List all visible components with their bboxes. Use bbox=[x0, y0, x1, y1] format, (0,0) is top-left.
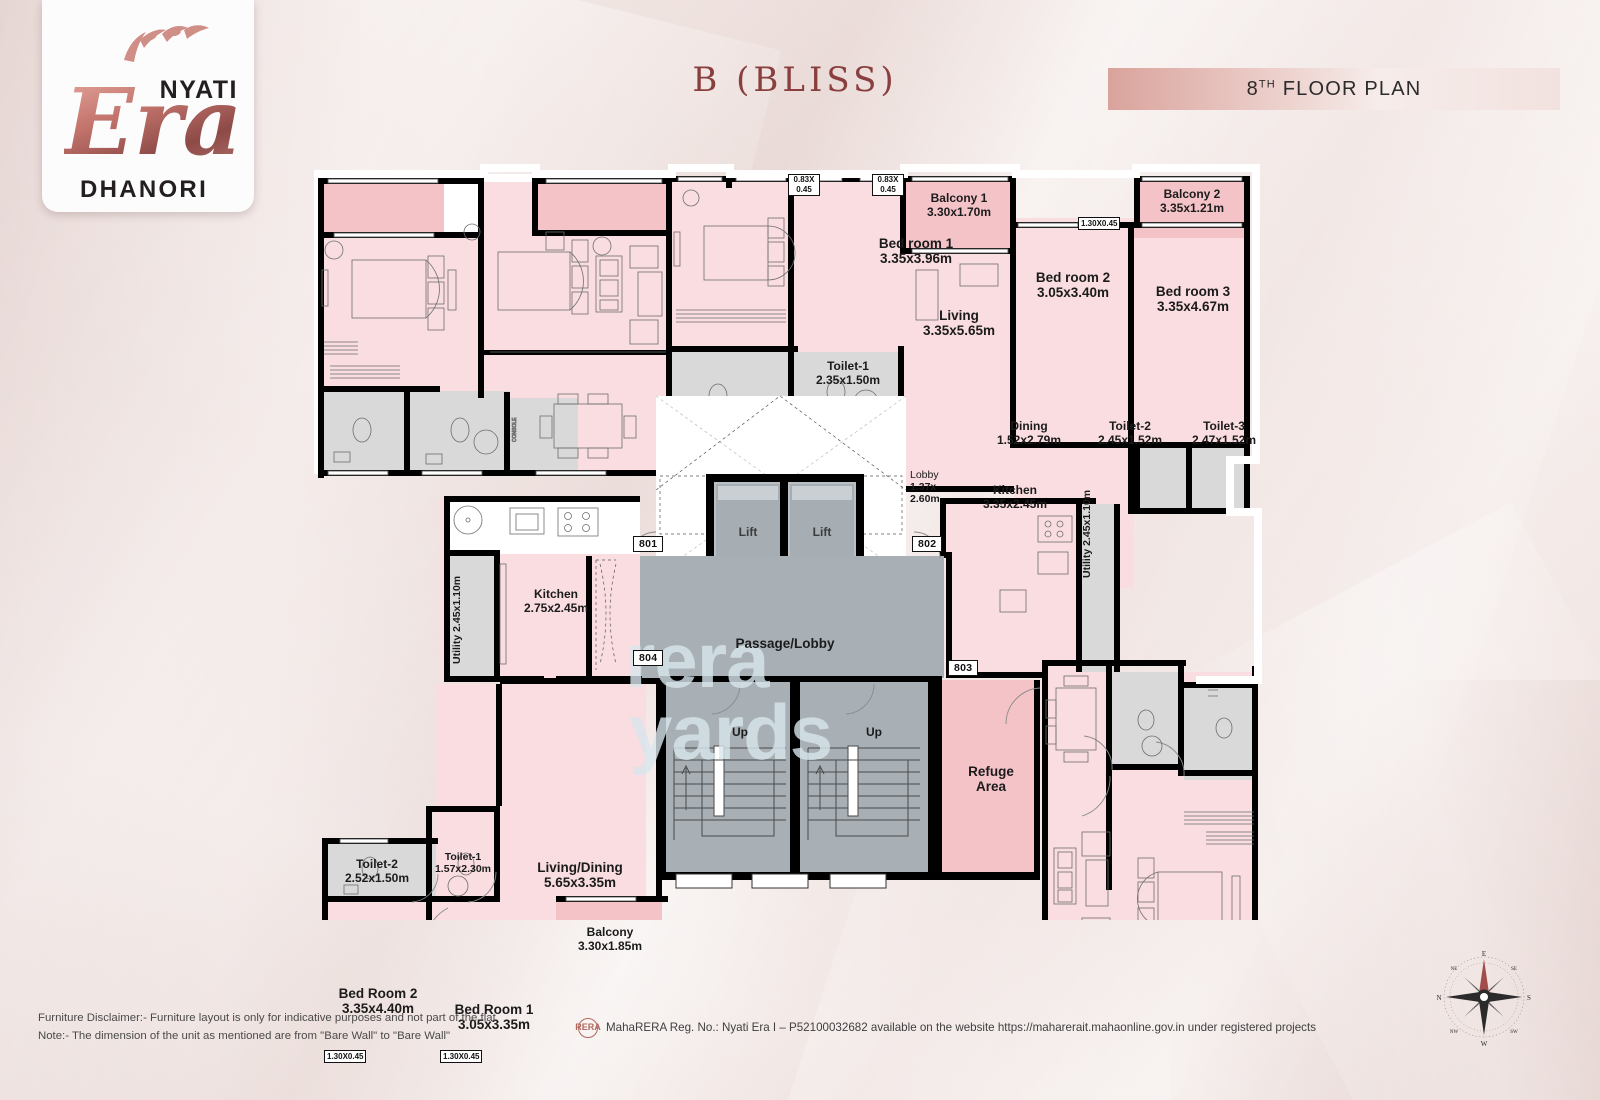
floor-number: 8 bbox=[1246, 77, 1259, 100]
compass-label-ne: NE bbox=[1451, 967, 1458, 972]
unit-804-living-block bbox=[322, 678, 668, 920]
page-title: B (BLISS) bbox=[692, 60, 898, 100]
plan-white-border bbox=[314, 164, 1262, 684]
unit-number-804[interactable]: 804 bbox=[633, 650, 664, 666]
compass-label-s: S bbox=[1527, 994, 1531, 1002]
unit-804-kitchen-block bbox=[440, 496, 642, 682]
floor-ordinal: TH bbox=[1258, 77, 1276, 90]
birds-icon bbox=[124, 25, 209, 62]
rera-text: MahaRERA Reg. No.: Nyati Era I – P521000… bbox=[606, 1021, 1316, 1035]
rera-registration-note: RERA MahaRERA Reg. No.: Nyati Era I – P5… bbox=[575, 1018, 1378, 1038]
floor-text: FLOOR PLAN bbox=[1275, 77, 1422, 100]
brand-script-name: Era bbox=[64, 68, 243, 176]
compass-label-se: SE bbox=[1511, 967, 1517, 972]
unit-number-801[interactable]: 801 bbox=[633, 536, 664, 552]
brand-name-top: NYATI bbox=[159, 76, 238, 104]
compass-label-w: W bbox=[1481, 1040, 1488, 1048]
furniture-disclaimer: Furniture Disclaimer:- Furniture layout … bbox=[38, 1010, 558, 1045]
compass-rose: E W S N NE SE NW SW bbox=[1436, 950, 1531, 1048]
compass-label-nw: NW bbox=[1450, 1030, 1459, 1035]
floor-plan-drawing: .wall{fill:#000} .room{fill:#f9dde1} .ba… bbox=[300, 160, 1280, 1063]
core-block bbox=[626, 395, 1041, 889]
compass-label-n: N bbox=[1436, 994, 1441, 1002]
disclaimer-line-2: Note:- The dimension of the unit as ment… bbox=[38, 1029, 451, 1042]
unit-802-block bbox=[666, 176, 1250, 684]
floor-banner-label: 8TH FLOOR PLAN bbox=[1247, 78, 1422, 101]
unit-number-803[interactable]: 803 bbox=[948, 660, 979, 676]
window-tag-3: 1.30X0.45 bbox=[1078, 217, 1121, 230]
compass-label-e: E bbox=[1482, 950, 1486, 958]
compass-label-sw: SW bbox=[1510, 1030, 1518, 1035]
unit-number-802[interactable]: 802 bbox=[912, 536, 943, 552]
floor-plan-banner: 8TH FLOOR PLAN bbox=[1108, 68, 1560, 110]
brand-logo-card: Era NYATI DHANORI bbox=[42, 0, 254, 212]
unit-803-block bbox=[1042, 660, 1258, 920]
disclaimer-line-1: Furniture Disclaimer:- Furniture layout … bbox=[38, 1012, 499, 1024]
window-tag-5: 1.30X0.45 bbox=[440, 1050, 483, 1063]
unit-801-block: CONSOLE bbox=[314, 174, 674, 478]
brand-name-bottom: DHANORI bbox=[79, 176, 209, 203]
window-tag-4: 1.30X0.45 bbox=[324, 1050, 367, 1063]
rera-badge-icon: RERA bbox=[575, 1018, 601, 1038]
svg-text:CONSOLE: CONSOLE bbox=[512, 417, 518, 442]
